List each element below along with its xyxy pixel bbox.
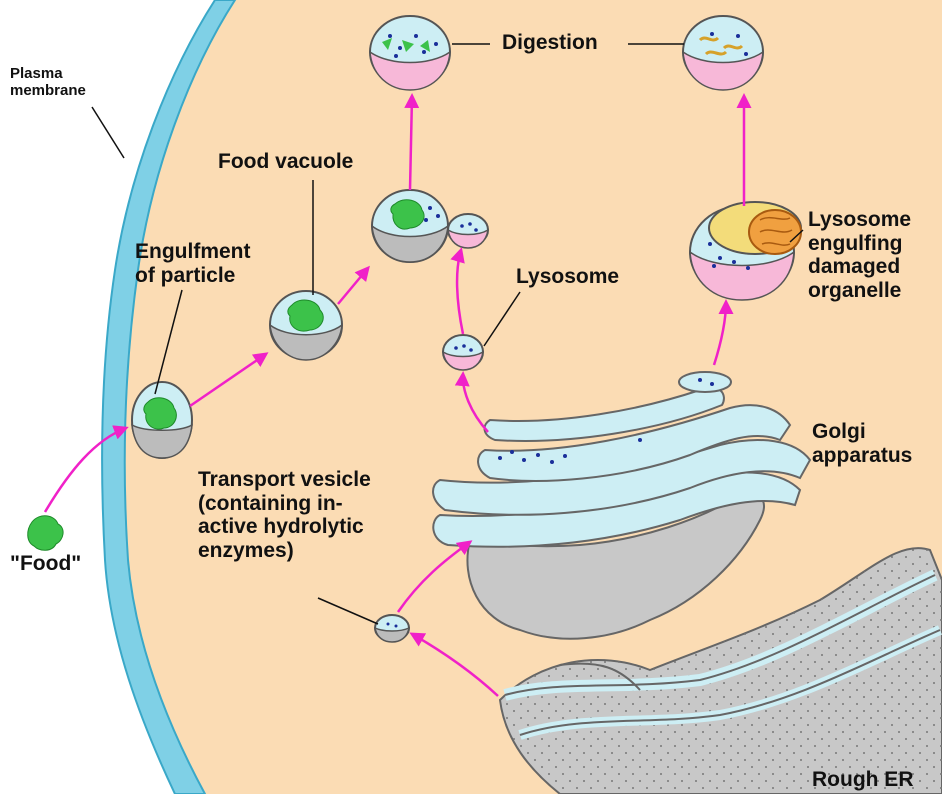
label-rough-er: Rough ER <box>812 768 913 792</box>
label-plasma-membrane: Plasma membrane <box>10 66 86 100</box>
label-digestion: Digestion <box>502 31 598 55</box>
label-engulfment: Engulfment of particle <box>135 240 251 287</box>
engulfment-vesicle <box>132 382 192 458</box>
food-particle <box>28 516 63 551</box>
food-vacuole-mid <box>270 291 342 360</box>
label-transport-vesicle: Transport vesicle (containing in- active… <box>198 468 371 562</box>
label-lysosome: Lysosome <box>516 265 619 289</box>
digestion-lysosome-left <box>370 16 450 90</box>
digestion-lysosome-right <box>683 16 763 90</box>
transport-vesicle <box>375 615 409 642</box>
label-food: "Food" <box>10 552 81 576</box>
label-golgi: Golgi apparatus <box>812 420 912 467</box>
label-food-vacuole: Food vacuole <box>218 150 353 174</box>
label-lysosome-engulfing: Lysosome engulfing damaged organelle <box>808 208 911 302</box>
lysosome-small <box>443 335 483 370</box>
